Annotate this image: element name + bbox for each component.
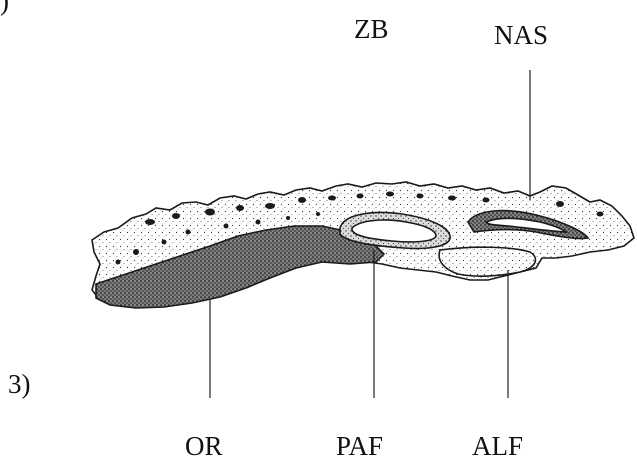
panel-number: 3) <box>8 369 31 399</box>
label-nas: NAS <box>494 20 548 50</box>
label-zb: ZB <box>354 14 389 44</box>
label-paf: PAF <box>336 431 383 461</box>
corner-mark: ) <box>0 0 9 16</box>
label-or: OR <box>185 431 223 461</box>
label-alf: ALF <box>472 431 523 461</box>
bone-fragment <box>92 182 634 308</box>
